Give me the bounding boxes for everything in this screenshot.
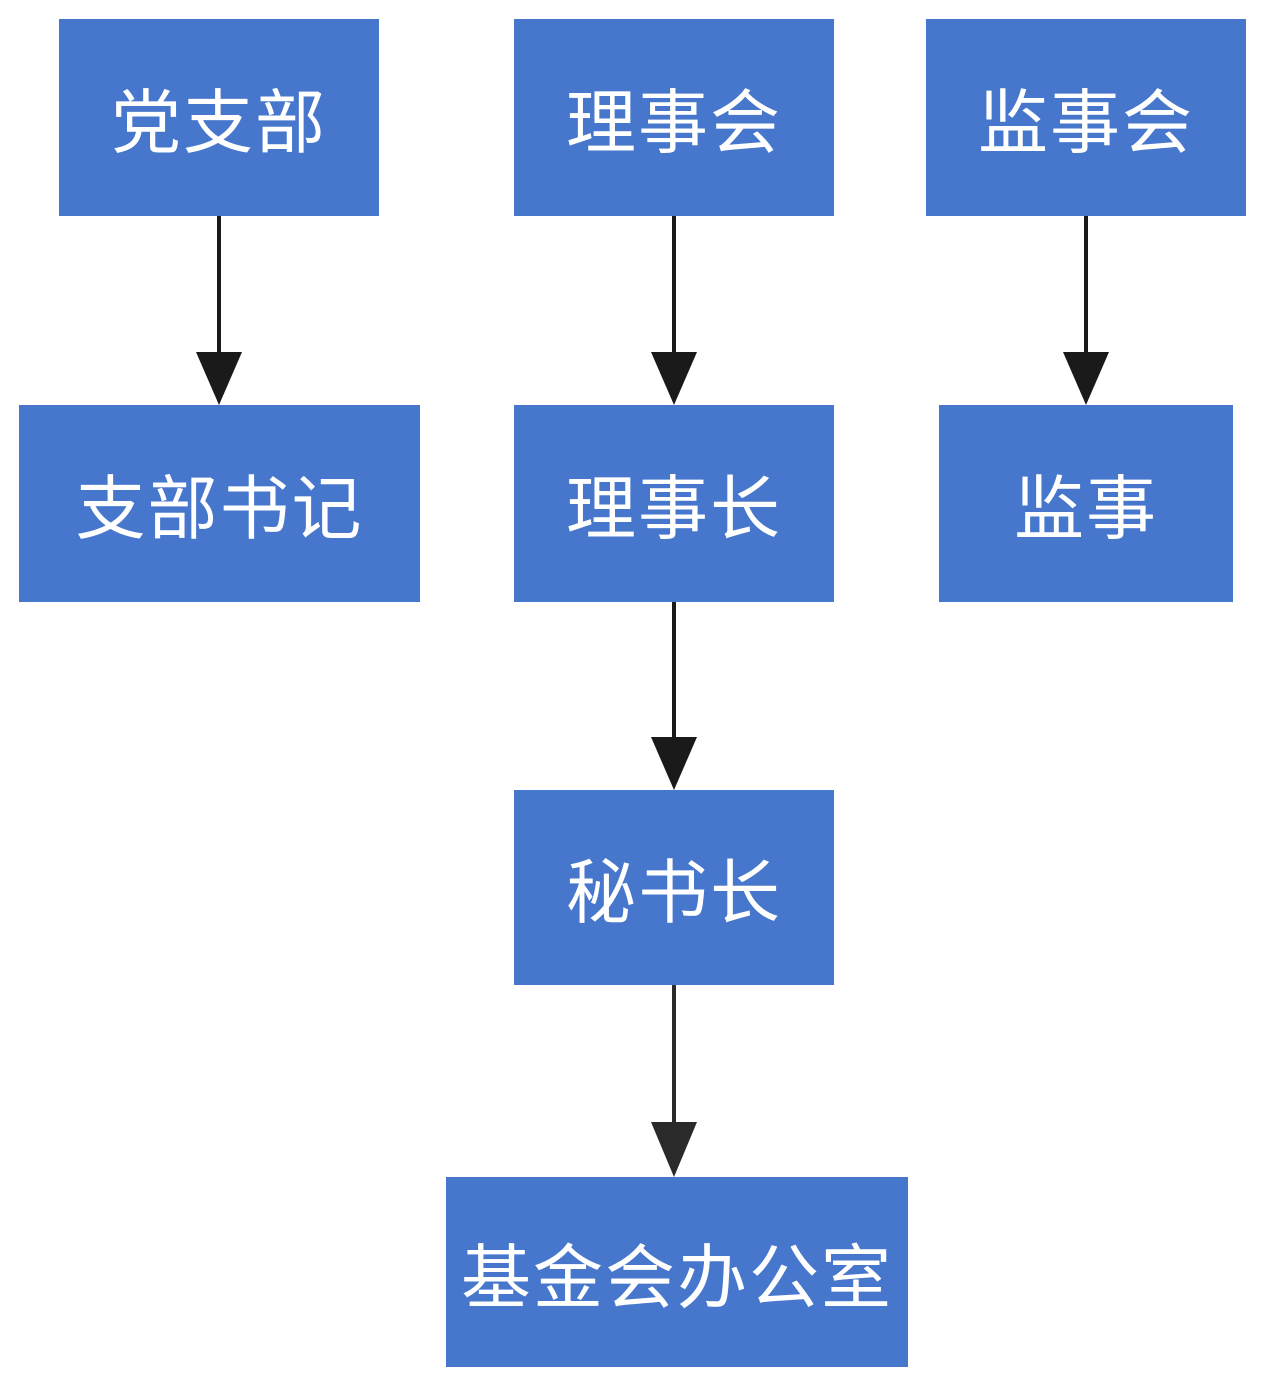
arrowhead-icon: [651, 1122, 697, 1177]
arrowhead-icon: [651, 737, 697, 790]
edge-supervisory-board-to-supervisor: [1063, 216, 1109, 405]
node-council: 理事会: [514, 19, 834, 216]
node-supervisory-board: 监事会: [926, 19, 1246, 216]
edge-party-branch-to-branch-secretary: [196, 216, 242, 405]
edge-chairman-to-secretary-general: [651, 602, 697, 790]
node-party-branch: 党支部: [59, 19, 379, 216]
arrowhead-icon: [196, 352, 242, 405]
node-foundation-office: 基金会办公室: [446, 1177, 908, 1367]
node-chairman: 理事长: [514, 405, 834, 602]
node-supervisor: 监事: [939, 405, 1233, 602]
edge-secretary-general-to-foundation-office: [651, 985, 697, 1177]
arrowhead-icon: [651, 352, 697, 405]
edge-council-to-chairman: [651, 216, 697, 405]
node-secretary-general: 秘书长: [514, 790, 834, 985]
arrowhead-icon: [1063, 352, 1109, 405]
node-branch-secretary: 支部书记: [19, 405, 420, 602]
